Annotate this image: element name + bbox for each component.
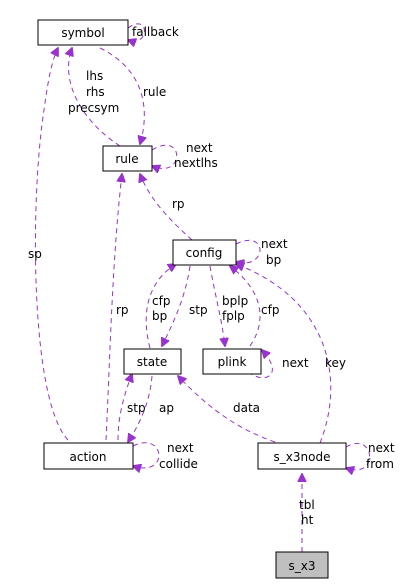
edge-symbol-to-rule — [99, 47, 144, 144]
edge-label-action-stp: stp — [127, 401, 146, 415]
edge-label-plink-cfp: cfp — [261, 303, 279, 317]
edge-label-rule-nextlhs: nextlhs — [174, 156, 218, 170]
edge-label-action-collide: collide — [159, 457, 198, 471]
edge-label-data: data — [233, 401, 260, 415]
node-action[interactable]: action — [43, 442, 134, 470]
node-plink-label: plink — [218, 355, 247, 369]
node-rule[interactable]: rule — [102, 145, 153, 172]
node-config-label: config — [186, 246, 223, 260]
edge-label-rule-next: next — [186, 141, 213, 155]
node-plink[interactable]: plink — [202, 348, 262, 375]
edge-label-ht: ht — [301, 513, 314, 527]
edge-label-plink-next: next — [282, 356, 309, 370]
edge-config-to-plink — [209, 265, 225, 346]
edge-state-to-config — [145, 264, 176, 349]
edge-symbol-fallback — [128, 23, 145, 41]
edge-state-to-action — [128, 375, 153, 442]
edge-label-bplp: bplp — [222, 294, 248, 308]
edge-label-config-rp: rp — [172, 197, 185, 211]
edge-label-tbl: tbl — [299, 498, 315, 512]
node-config[interactable]: config — [172, 239, 237, 266]
node-s_x3[interactable]: s_x3 — [275, 551, 329, 579]
edge-x3node-self — [346, 443, 371, 469]
edge-label-x3node-next: next — [368, 441, 395, 455]
node-state[interactable]: state — [123, 348, 182, 375]
edge-action-to-rule — [105, 174, 122, 441]
edge-label-fallback: fallback — [132, 25, 179, 39]
edge-label-config-next: next — [261, 237, 288, 251]
node-rule-label: rule — [115, 152, 138, 166]
edge-label-ap: ap — [159, 401, 174, 415]
node-s_x3-label: s_x3 — [289, 559, 316, 573]
edge-x3node-to-config — [236, 264, 332, 444]
node-action-label: action — [70, 450, 107, 464]
edge-rule-self — [152, 144, 178, 168]
edge-label-action-rp: rp — [116, 303, 129, 317]
edge-plink-to-config — [230, 266, 261, 347]
edge-label-fplp: fplp — [222, 309, 245, 323]
edge-label-state-cfp: cfp — [152, 294, 170, 308]
node-state-label: state — [137, 355, 167, 369]
edge-config-self — [236, 239, 261, 263]
edge-action-self — [133, 442, 160, 468]
edge-action-to-symbol — [34, 48, 69, 441]
node-symbol[interactable]: symbol — [37, 19, 129, 46]
edge-label-sp: sp — [28, 247, 42, 261]
edge-label-lhs: lhs — [86, 69, 103, 83]
node-s_x3node-label: s_x3node — [274, 450, 331, 464]
edge-label-x3node-from: from — [366, 457, 394, 471]
edge-config-to-rule — [140, 174, 193, 241]
node-s_x3node[interactable]: s_x3node — [257, 442, 347, 470]
edge-label-key: key — [325, 356, 346, 370]
edge-x3node-to-state — [178, 376, 276, 443]
edge-label-config-bp: bp — [266, 253, 281, 267]
edge-label-rhs: rhs — [86, 85, 105, 99]
edge-label-action-next: next — [167, 441, 194, 455]
edge-config-to-state — [162, 265, 191, 346]
node-symbol-label: symbol — [61, 26, 104, 40]
edge-label-rule: rule — [143, 85, 166, 99]
edge-label-state-bp: bp — [152, 309, 167, 323]
edge-action-to-state — [117, 374, 132, 441]
edge-label-config-stp: stp — [189, 303, 208, 317]
edge-rule-to-symbol — [69, 48, 121, 147]
edge-label-precsym: precsym — [68, 101, 119, 115]
